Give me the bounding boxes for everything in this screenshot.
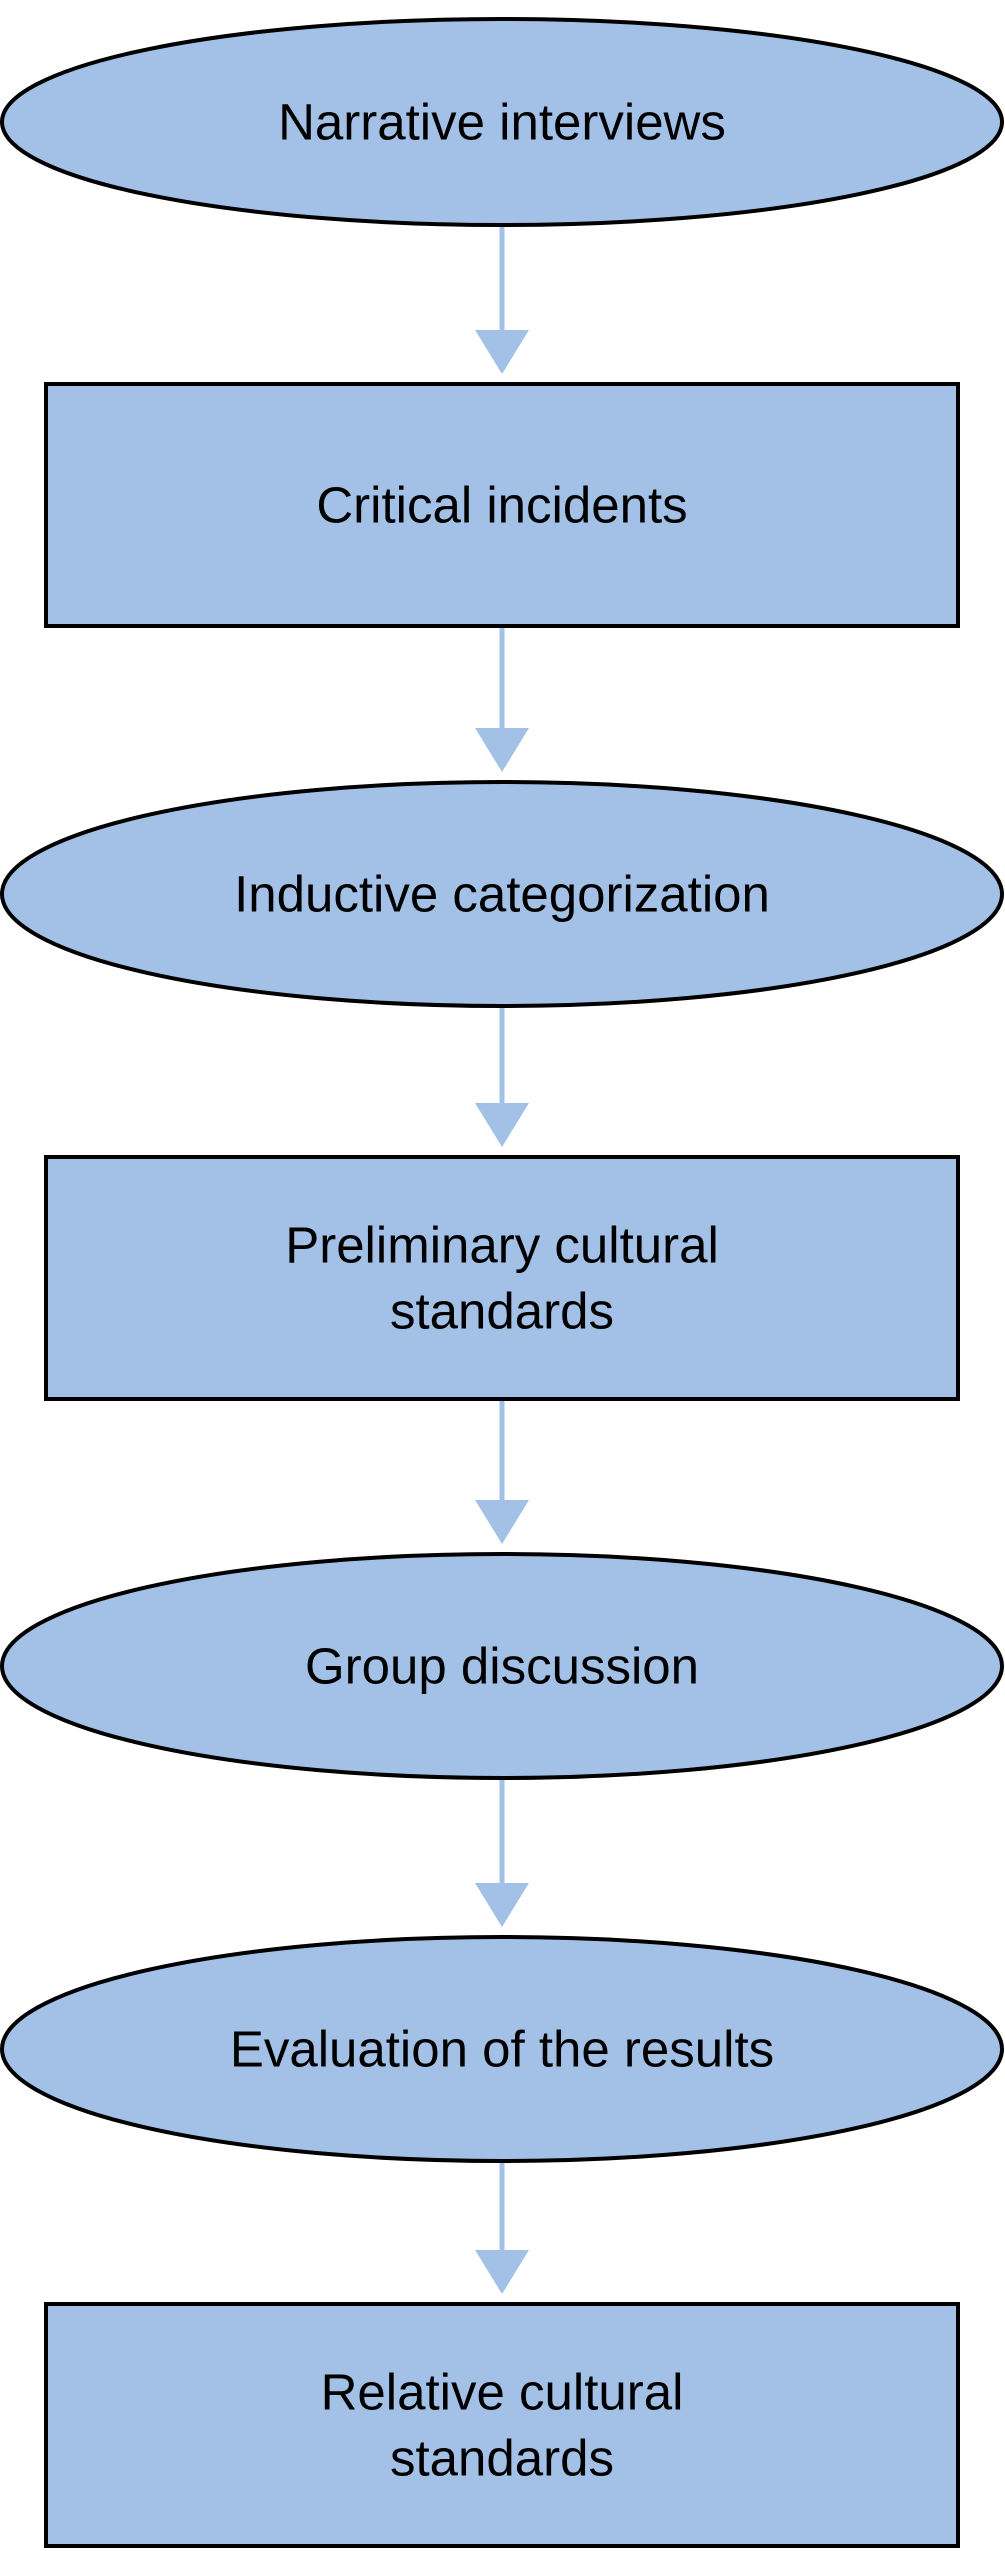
node-label: standards <box>390 1283 614 1340</box>
node-label: Relative cultural <box>321 2364 684 2421</box>
arrowhead-icon <box>475 1103 529 1147</box>
ellipse-shape <box>0 1552 1004 1780</box>
node-label: Critical incidents <box>316 477 687 534</box>
node-label: Evaluation of the results <box>230 2021 774 2078</box>
ellipse-shape <box>0 1935 1004 2163</box>
rectangle-shape <box>44 382 960 628</box>
connectors <box>475 227 529 2294</box>
arrowhead-icon <box>475 1500 529 1544</box>
ellipse-shape <box>0 780 1004 1008</box>
node-evaluation-of-the-results: Evaluation of the results <box>0 1935 1004 2163</box>
node-group-discussion: Group discussion <box>0 1552 1004 1780</box>
node-narrative-interviews: Narrative interviews <box>0 17 1004 227</box>
arrowhead-icon <box>475 1883 529 1927</box>
node-label: Inductive categorization <box>234 866 770 923</box>
node-critical-incidents: Critical incidents <box>44 382 960 628</box>
arrow-narrative-interviews-to-critical-incidents <box>475 227 529 374</box>
ellipse-shape <box>0 17 1004 227</box>
arrow-critical-incidents-to-inductive-categorization <box>475 628 529 772</box>
arrowhead-icon <box>475 728 529 772</box>
node-label: Group discussion <box>305 1638 699 1695</box>
arrow-inductive-categorization-to-preliminary-cultural-standards <box>475 1008 529 1147</box>
arrowhead-icon <box>475 2250 529 2294</box>
arrow-preliminary-cultural-standards-to-group-discussion <box>475 1401 529 1544</box>
node-label: Preliminary cultural <box>285 1217 719 1274</box>
node-inductive-categorization: Inductive categorization <box>0 780 1004 1008</box>
rectangle-shape <box>44 1155 960 1401</box>
node-relative-cultural-standards: Relative cultural standards <box>44 2302 960 2548</box>
node-preliminary-cultural-standards: Preliminary cultural standards <box>44 1155 960 1401</box>
node-label: Narrative interviews <box>278 94 726 151</box>
arrow-evaluation-of-the-results-to-relative-cultural-standards <box>475 2163 529 2294</box>
node-label: standards <box>390 2430 614 2487</box>
arrow-group-discussion-to-evaluation-of-the-results <box>475 1780 529 1927</box>
rectangle-shape <box>44 2302 960 2548</box>
arrowhead-icon <box>475 330 529 374</box>
